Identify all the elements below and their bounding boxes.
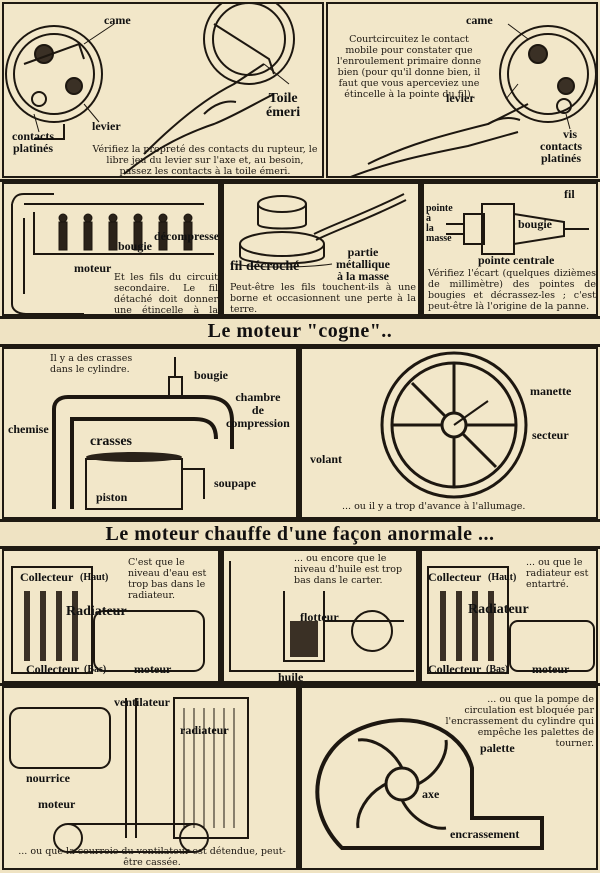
- cylindre-illustration: [52, 357, 234, 510]
- panel-courroie-ventilateur: ventilateur radiateur nourrice moteur ..…: [2, 686, 298, 870]
- label-radiateur: radiateur: [180, 723, 229, 737]
- rupteur-illustration: [5, 4, 295, 175]
- label-bas: (Bas): [486, 664, 509, 675]
- caption-court-circuit: Courtcircuitez le contact mobile pour co…: [336, 34, 482, 100]
- label-partie-metallique: partie métallique à la masse: [336, 245, 390, 283]
- label-soupape: soupape: [214, 476, 257, 490]
- divider: [0, 519, 600, 522]
- radiateur-illustration: [11, 566, 205, 674]
- pompe-illustration: [315, 718, 544, 850]
- divider: [0, 179, 600, 182]
- divider: [0, 344, 600, 347]
- label-haut: (Haut): [488, 572, 517, 583]
- label-fil-decroche: fil décroché: [230, 259, 300, 274]
- caption-rupteur: Vérifiez la propreté des contacts du rup…: [92, 144, 318, 177]
- panel-niveau-huile: ... ou encore que le niveau d'huile est …: [222, 549, 418, 683]
- label-radiateur: Radiateur: [66, 604, 127, 619]
- caption-pompe: ... ou que la pompe de circulation est b…: [445, 694, 594, 749]
- label-flotteur: flotteur: [300, 610, 339, 624]
- label-piston: piston: [96, 490, 128, 504]
- divider: [220, 549, 222, 683]
- label-pointe-centrale: pointe centrale: [478, 253, 555, 267]
- caption-niveau-eau: C'est que le niveau d'eau est trop bas d…: [128, 557, 207, 601]
- panel-ecart-pointes: fil pointe à la masse bougie pointe cent…: [422, 182, 598, 316]
- label-collecteur-haut: Collecteur: [428, 570, 482, 584]
- label-moteur: moteur: [532, 662, 570, 676]
- label-haut: (Haut): [80, 572, 109, 583]
- volant-illustration: [380, 351, 528, 499]
- caption-courroie: ... ou que la courroie du ventilateur es…: [18, 846, 286, 868]
- label-bougie: bougie: [518, 217, 553, 231]
- panel-avance-allumage: manette secteur volant ... ou il y a tro…: [300, 347, 598, 519]
- label-levier: levier: [446, 91, 475, 105]
- label-pointe-masse: pointe à la masse: [426, 203, 453, 244]
- caption-ecart-pointes: Vérifiez l'écart (quelques dizièmes de m…: [428, 268, 596, 312]
- caption-entartre: ... ou que le radiateur est entartré.: [526, 557, 589, 590]
- caption-fil-decroche: Peut-être les fils touchent-ils à une bo…: [230, 282, 416, 315]
- label-collecteur-bas: Collecteur: [26, 662, 80, 676]
- panel-court-circuit: Courtcircuitez le contact mobile pour co…: [326, 2, 598, 178]
- label-radiateur: Radiateur: [468, 602, 529, 617]
- divider: [0, 316, 600, 319]
- divider: [420, 182, 422, 316]
- label-ventilateur: ventilateur: [114, 695, 170, 709]
- court-circuit-illustration: [350, 23, 596, 176]
- label-collecteur-bas: Collecteur: [428, 662, 482, 676]
- label-vis: vis: [563, 127, 578, 141]
- label-moteur: moteur: [38, 797, 76, 811]
- divider: [220, 182, 222, 316]
- panel-pompe-circulation: ... ou que la pompe de circulation est b…: [300, 686, 598, 870]
- divider: [0, 546, 600, 549]
- label-secteur: secteur: [532, 428, 569, 442]
- divider: [298, 347, 300, 519]
- label-contacts-platines: contacts platinés: [540, 139, 582, 165]
- section-title-chauffe: Le moteur chauffe d'une façon anormale .…: [105, 523, 495, 545]
- panel-rupteur-check: came Toile émeri levier contacts platiné…: [2, 2, 324, 178]
- label-huile: huile: [278, 670, 304, 683]
- label-crasses: crasses: [90, 434, 132, 449]
- caption-niveau-huile: ... ou encore que le niveau d'huile est …: [294, 553, 403, 586]
- circuit-secondaire-illustration: [11, 193, 214, 314]
- divider: [298, 686, 300, 870]
- label-levier: levier: [92, 119, 121, 133]
- ventilateur-illustration: [9, 697, 249, 853]
- label-toile-emeri: Toile émeri: [266, 91, 301, 120]
- panel-fil-decroche: partie métallique à la masse fil décroch…: [222, 182, 420, 316]
- label-came: came: [104, 13, 131, 27]
- section-title-cogne: Le moteur "cogne"..: [207, 320, 393, 342]
- label-contacts-platines: contacts platinés: [12, 129, 54, 155]
- panel-niveau-eau: Collecteur (Haut) C'est que le niveau d'…: [2, 549, 220, 683]
- label-moteur: moteur: [134, 662, 172, 676]
- label-chambre-compression: chambre de compression: [226, 390, 290, 430]
- divider: [0, 683, 600, 686]
- caption-circuit-secondaire: Et les fils du circuit secondaire. Le fi…: [114, 272, 218, 316]
- caption-avance: ... ou il y a trop d'avance à l'allumage…: [342, 501, 526, 512]
- label-collecteur-haut: Collecteur: [20, 570, 74, 584]
- label-decompresseur: décompresseur: [154, 229, 220, 243]
- label-encrassement: encrassement: [450, 827, 520, 841]
- label-nourrice: nourrice: [26, 771, 70, 785]
- divider: [418, 549, 420, 683]
- bougie-illustration: [446, 203, 589, 255]
- label-moteur: moteur: [74, 261, 112, 275]
- fil-decroche-illustration: [233, 193, 407, 268]
- label-palette: palette: [480, 741, 515, 755]
- label-fil: fil: [564, 187, 575, 201]
- label-bougie: bougie: [118, 239, 153, 253]
- label-chemise: chemise: [8, 422, 49, 436]
- radiateur-entartre-illustration: [427, 566, 595, 674]
- label-axe: axe: [422, 787, 440, 801]
- label-manette: manette: [530, 384, 572, 398]
- carter-illustration: [229, 561, 414, 672]
- label-bougie: bougie: [194, 368, 229, 382]
- panel-circuit-secondaire: bougie décompresseur moteur Et les fils …: [2, 182, 220, 316]
- panel-crasses-cylindre: Il y a des crasses dans le cylindre. bou…: [2, 347, 298, 519]
- panel-entartre: Collecteur (Haut) ... ou que le radiateu…: [420, 549, 598, 683]
- label-bas: (Bas): [84, 664, 107, 675]
- caption-crasses: Il y a des crasses dans le cylindre.: [50, 353, 133, 375]
- label-volant: volant: [310, 452, 343, 466]
- label-came: came: [466, 13, 493, 27]
